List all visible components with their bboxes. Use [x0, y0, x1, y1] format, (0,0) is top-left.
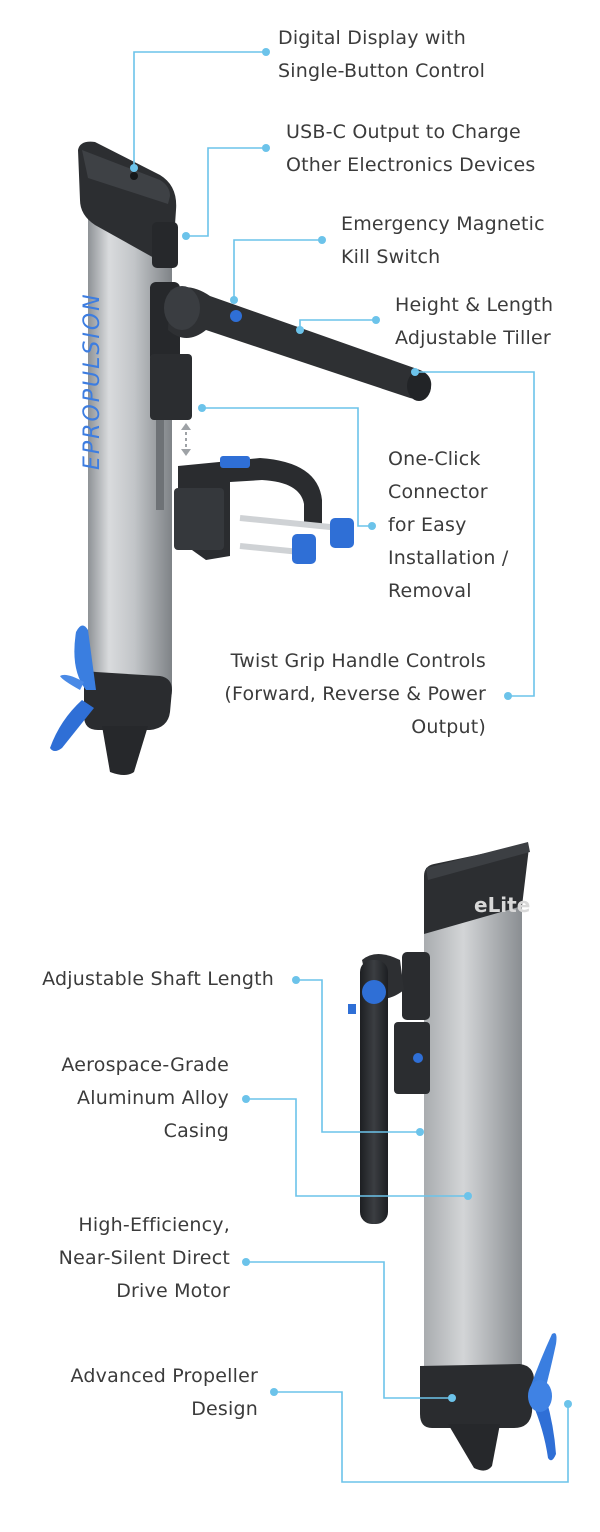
brand-badge: eLite — [474, 893, 530, 917]
kill-switch-icon — [230, 310, 242, 322]
callout-twist-grip: Twist Grip Handle Controls(Forward, Reve… — [224, 650, 486, 738]
leader-dots — [130, 48, 572, 1408]
bottom-motor-illustration: eLite — [348, 842, 557, 1471]
brand-side-text: EPROPULSION — [80, 292, 105, 470]
display-button-icon — [130, 172, 138, 180]
top-motor-illustration: EPROPULSION — [50, 141, 432, 775]
callout-adjustable-shaft: Adjustable Shaft Length — [42, 968, 274, 990]
leader-lines — [133, 51, 569, 1483]
